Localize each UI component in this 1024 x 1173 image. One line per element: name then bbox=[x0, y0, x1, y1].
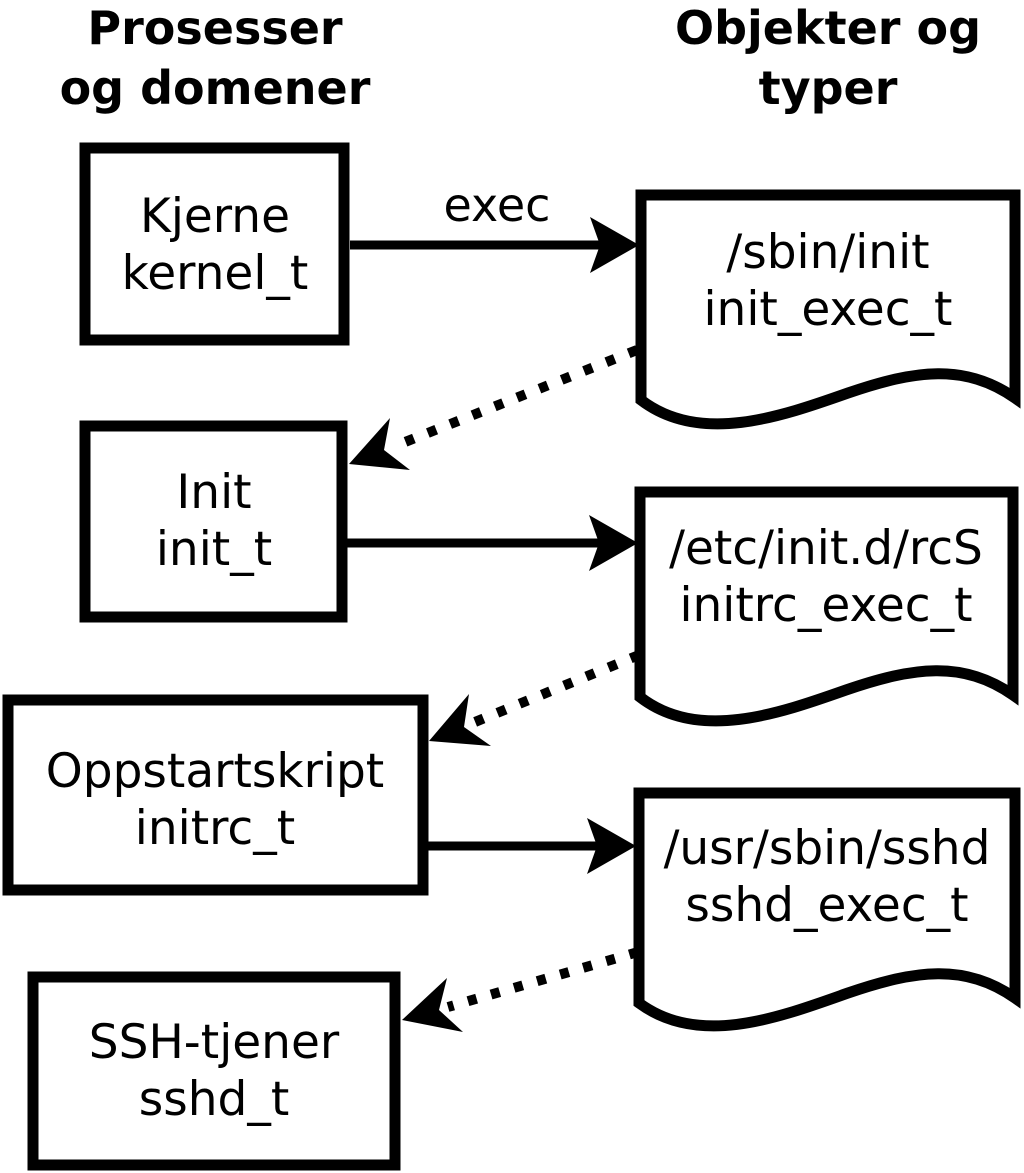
process-box-kernel-type: kernel_t bbox=[122, 246, 309, 301]
dotted-arrow-rcs-to-initrc bbox=[429, 650, 641, 746]
object-doc-sbin-init: /sbin/init init_exec_t bbox=[635, 189, 1021, 430]
object-doc-usr-sbin-sshd-path: /usr/sbin/sshd bbox=[664, 821, 991, 876]
dotted-arrow-sshdexec-to-sshd bbox=[402, 947, 640, 1032]
dotted-arrow-3-head bbox=[402, 978, 463, 1032]
process-box-kernel-name: Kjerne bbox=[140, 189, 290, 244]
header-objects-line1: Objekter og bbox=[675, 1, 981, 55]
solid-arrow-1-head bbox=[590, 217, 639, 273]
solid-arrow-3-head bbox=[587, 818, 636, 874]
solid-arrow-kernel-to-sbininit bbox=[350, 217, 639, 273]
object-doc-sbin-init-shape bbox=[635, 189, 1021, 430]
object-doc-sbin-init-type: init_exec_t bbox=[704, 282, 953, 337]
process-box-init-name: Init bbox=[176, 465, 251, 520]
header-objects-types: Objekter og typer bbox=[675, 1, 981, 115]
process-box-initrc-rect bbox=[2, 694, 429, 896]
dotted-arrow-3-line bbox=[446, 947, 640, 1012]
object-doc-etc-initd-rcs: /etc/init.d/rcS initrc_exec_t bbox=[634, 486, 1019, 727]
object-doc-etc-initd-rcs-shape bbox=[634, 486, 1019, 727]
process-box-sshd-rect bbox=[27, 971, 401, 1171]
header-processes-line1: Prosesser bbox=[87, 1, 343, 55]
object-doc-etc-initd-rcs-type: initrc_exec_t bbox=[679, 578, 972, 633]
process-box-init-rect bbox=[79, 420, 348, 623]
dotted-arrow-sbininit-to-init bbox=[349, 345, 639, 470]
process-box-sshd: SSH-tjener sshd_t bbox=[27, 971, 401, 1171]
exec-label: exec bbox=[444, 178, 551, 232]
process-box-initrc-name: Oppstartskript bbox=[46, 744, 384, 799]
object-doc-usr-sbin-sshd-type: sshd_exec_t bbox=[685, 878, 968, 933]
header-processes-domains: Prosesser og domener bbox=[60, 1, 371, 115]
process-box-init: Init init_t bbox=[79, 420, 348, 623]
solid-arrow-initrc-to-sshd bbox=[428, 818, 636, 874]
object-doc-etc-initd-rcs-path: /etc/init.d/rcS bbox=[669, 521, 983, 576]
header-objects-line2: typer bbox=[759, 61, 898, 115]
process-box-init-type: init_t bbox=[156, 522, 272, 577]
process-box-sshd-name: SSH-tjener bbox=[89, 1015, 340, 1070]
object-doc-sbin-init-path: /sbin/init bbox=[726, 225, 929, 280]
solid-arrow-2-head bbox=[589, 515, 638, 571]
process-box-initrc-type: initrc_t bbox=[135, 801, 295, 856]
process-box-initrc: Oppstartskript initrc_t bbox=[2, 694, 429, 896]
solid-arrow-init-to-rcs bbox=[347, 515, 638, 571]
object-doc-usr-sbin-sshd-shape bbox=[633, 787, 1021, 1032]
dotted-arrow-2-line bbox=[473, 650, 641, 727]
process-box-kernel-rect bbox=[79, 142, 350, 346]
dotted-arrow-1-line bbox=[393, 345, 639, 451]
object-doc-usr-sbin-sshd: /usr/sbin/sshd sshd_exec_t bbox=[633, 787, 1021, 1032]
dotted-arrow-2-head bbox=[429, 694, 491, 746]
process-box-kernel: Kjerne kernel_t bbox=[79, 142, 350, 346]
header-processes-line2: og domener bbox=[60, 61, 371, 115]
process-box-sshd-type: sshd_t bbox=[139, 1072, 290, 1127]
dotted-arrow-1-head bbox=[349, 418, 410, 470]
